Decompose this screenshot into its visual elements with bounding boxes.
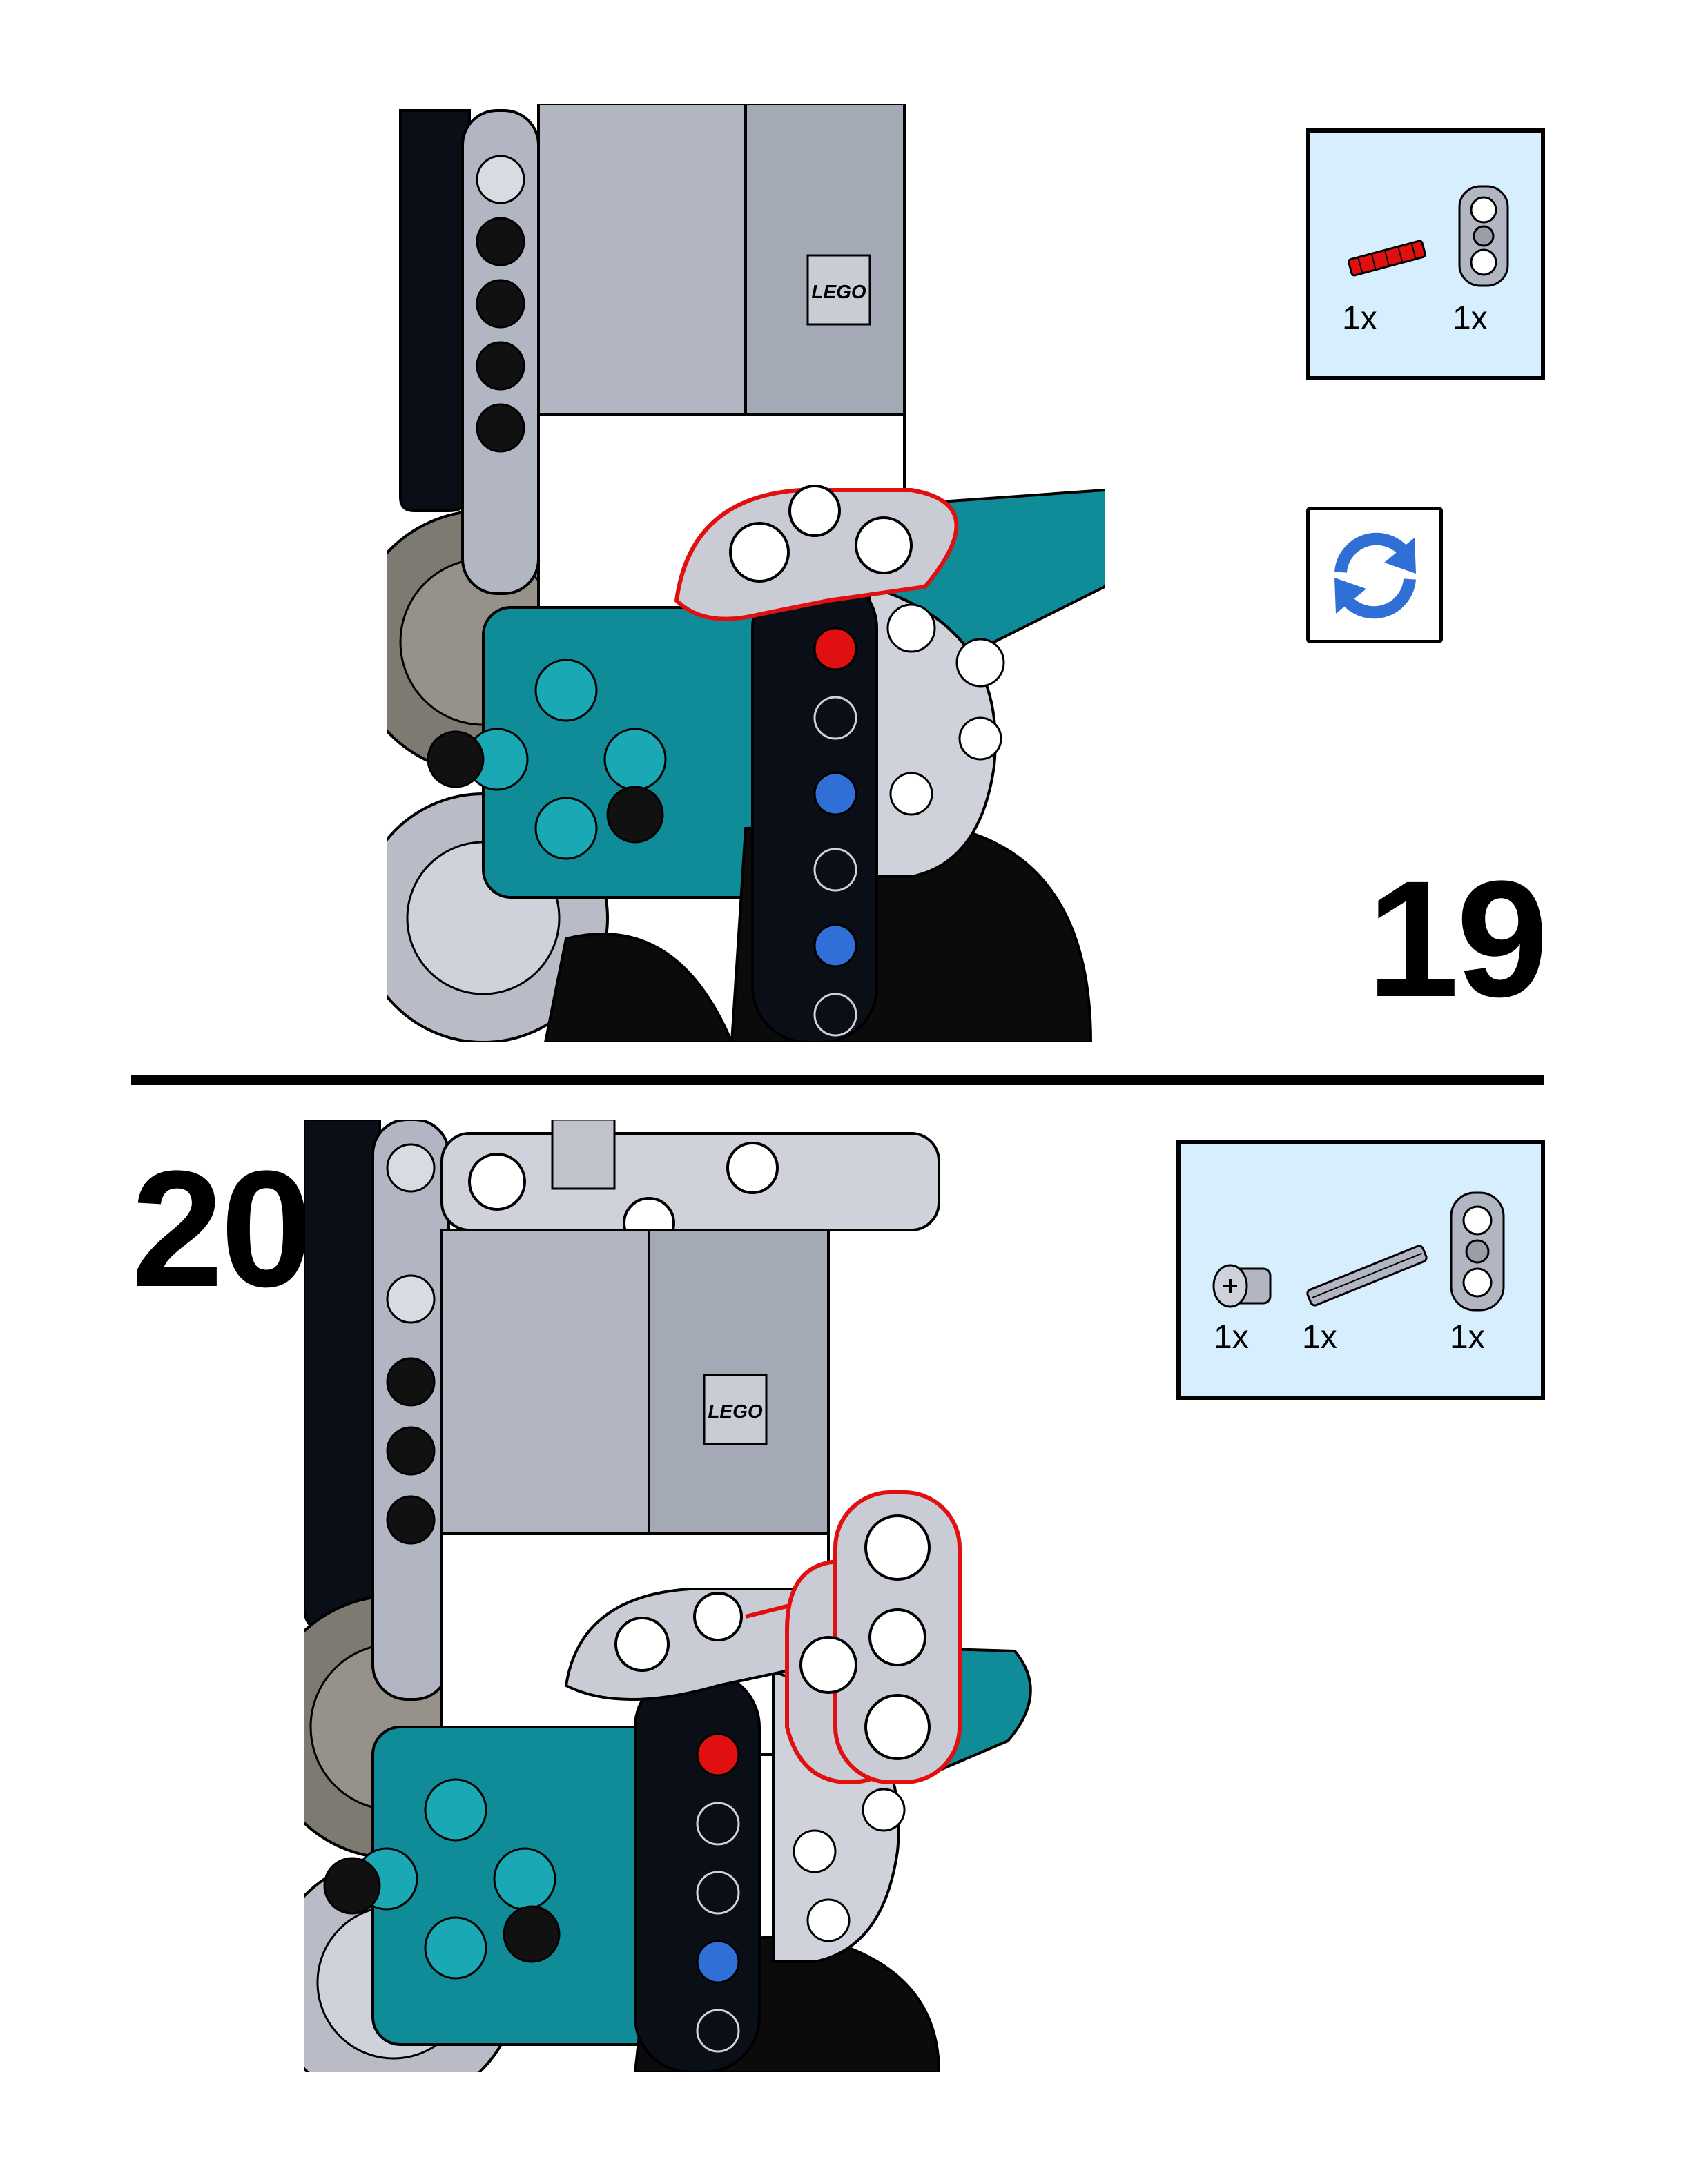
gray-connector-block-icon: [1450, 1191, 1505, 1312]
step-19-model-render: LEGO: [387, 104, 1105, 1042]
rotate-model-icon: [1334, 532, 1416, 619]
rotate-model-callout: [1306, 507, 1443, 643]
step-20-model-render: LEGO: [304, 1120, 1032, 2072]
step-divider: [131, 1075, 1544, 1085]
part-qty: 1x: [1214, 1319, 1249, 1356]
lego-logo-20: LEGO: [703, 1374, 768, 1445]
part-qty: 1x: [1342, 300, 1377, 337]
part-qty: 1x: [1302, 1319, 1337, 1356]
new-part-highlight-20: [745, 1490, 962, 1785]
red-axle-icon: [1348, 240, 1426, 277]
front-black-beam: [634, 1670, 761, 2072]
part-qty: 1x: [1450, 1319, 1485, 1356]
step-19-number: 19: [1367, 846, 1548, 1031]
gray-liftarm: [371, 1120, 450, 1701]
lego-logo-19: LEGO: [806, 254, 871, 326]
parts-callout-20: 1x 1x 1x: [1176, 1140, 1545, 1400]
gray-connector-block-icon: [1458, 185, 1509, 287]
svg-text:LEGO: LEGO: [708, 1401, 763, 1422]
parts-callout-19: 1x 1x: [1306, 128, 1545, 380]
part-qty: 1x: [1453, 300, 1488, 337]
new-part-highlight-19: [674, 485, 959, 621]
back-black-beam: [399, 109, 471, 512]
gray-axle-icon: [1306, 1245, 1428, 1307]
gray-bush-icon: [1212, 1264, 1272, 1308]
back-black-beam: [304, 1120, 381, 1632]
svg-text:LEGO: LEGO: [811, 281, 866, 302]
step-20-number: 20: [131, 1136, 313, 1321]
